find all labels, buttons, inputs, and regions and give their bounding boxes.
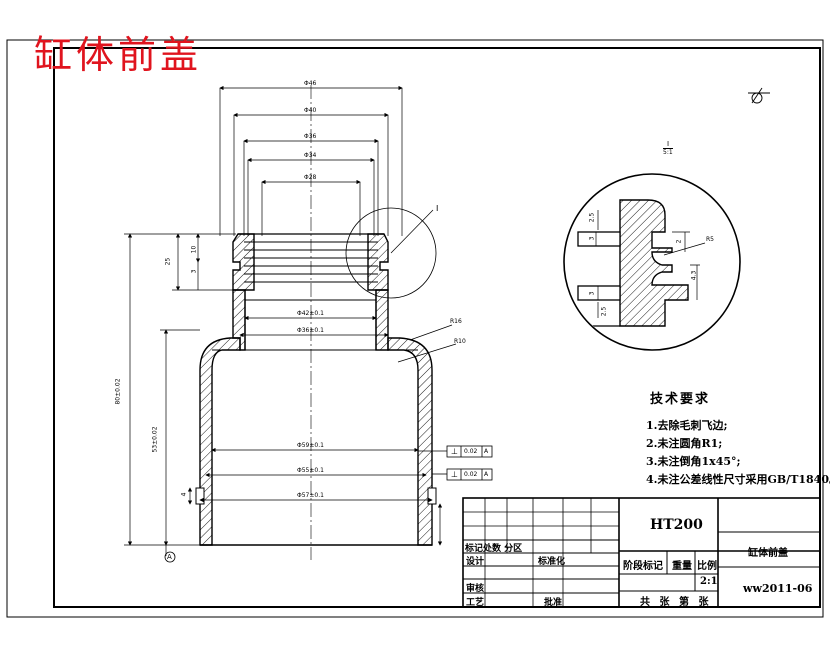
dim-d40: Φ40 [304,107,317,114]
outer-border [6,39,824,618]
tb-approve: 批准 [544,598,563,608]
title-block [462,497,821,608]
detail-ratio-num: I [667,140,670,148]
dim-h3: 3 [190,269,198,274]
tb-scale: 2:1 [700,576,718,587]
det-dim-2: 2 [675,239,683,244]
tb-drawing-no: ww2011-06 [743,582,813,595]
det-dim-25b: 2.5 [600,306,608,317]
datum-label: A [167,553,172,561]
tb-stage-mark: 阶段标记 [623,561,663,572]
inner-dimensions [199,315,433,503]
dim-d28: Φ28 [304,174,317,181]
tol-2-datum: A [484,471,489,478]
dim-d57: Φ57±0.1 [297,492,324,499]
det-dim-3a: 3 [588,236,596,241]
det-dim-3b: 3 [588,291,596,296]
tb-sheet: 共 张 第 张 [640,597,712,608]
tb-part-name: 缸体前盖 [748,548,788,559]
dim-d36: Φ36 [304,133,317,140]
tol-1-value: 0.02 [464,448,478,455]
det-dim-25a: 2.5 [588,212,596,223]
dim-d42: Φ42±0.1 [297,310,324,317]
dim-d36b: Φ36±0.1 [297,327,324,334]
tol-2-symbol: ⊥ [451,470,458,479]
tech-req-item-1: 1.去除毛刺飞边; [646,419,728,432]
dim-d55: Φ55±0.1 [297,467,324,474]
tb-weight: 重量 [672,561,692,572]
dim-r16: R16 [450,318,462,325]
tech-req-heading: 技术要求 [650,392,711,407]
tol-1-symbol: ⊥ [451,447,458,456]
roughness-symbol [748,87,770,104]
inner-border [53,47,821,608]
tb-process: 工艺 [466,598,485,608]
tech-req-item-2: 2.未注圆角R1; [646,437,723,450]
tolerance-frames [418,445,493,481]
top-dimensions [219,85,403,236]
dim-d34: Φ34 [304,152,317,159]
tech-req-item-4: 4.未注公差线性尺寸采用GB/T1840。 [646,473,830,486]
dim-r5: R5 [706,236,714,243]
tb-design: 设计 [466,557,485,567]
tech-req-item-3: 3.未注倒角1x45°; [646,455,741,468]
dim-h10: 10 [190,245,198,254]
tb-review: 审核 [466,584,485,594]
dim-h80: 80±0.02 [114,378,122,405]
detail-label: I [436,204,439,213]
tol-2-value: 0.02 [464,471,478,478]
dim-d46: Φ46 [304,80,317,87]
detail-view [563,173,741,351]
dim-r10: R10 [454,338,466,345]
left-dimensions [124,209,457,556]
dim-h25: 25 [164,257,172,266]
tb-standardize: 标准化 [538,557,566,567]
dim-h4: 4 [180,492,188,497]
dim-h53: 53±0.02 [151,426,159,453]
tol-1-datum: A [484,448,489,455]
dim-d59: Φ59±0.1 [297,442,324,449]
tb-scale-label: 比例 [697,561,717,572]
det-dim-43: 4.3 [690,270,698,281]
tb-mark-row: 标记处数 分区 [465,544,523,554]
tb-material: HT200 [650,517,703,533]
drawing-title: 缸体前盖 [34,33,203,77]
detail-ratio-den: 5:1 [663,148,673,156]
